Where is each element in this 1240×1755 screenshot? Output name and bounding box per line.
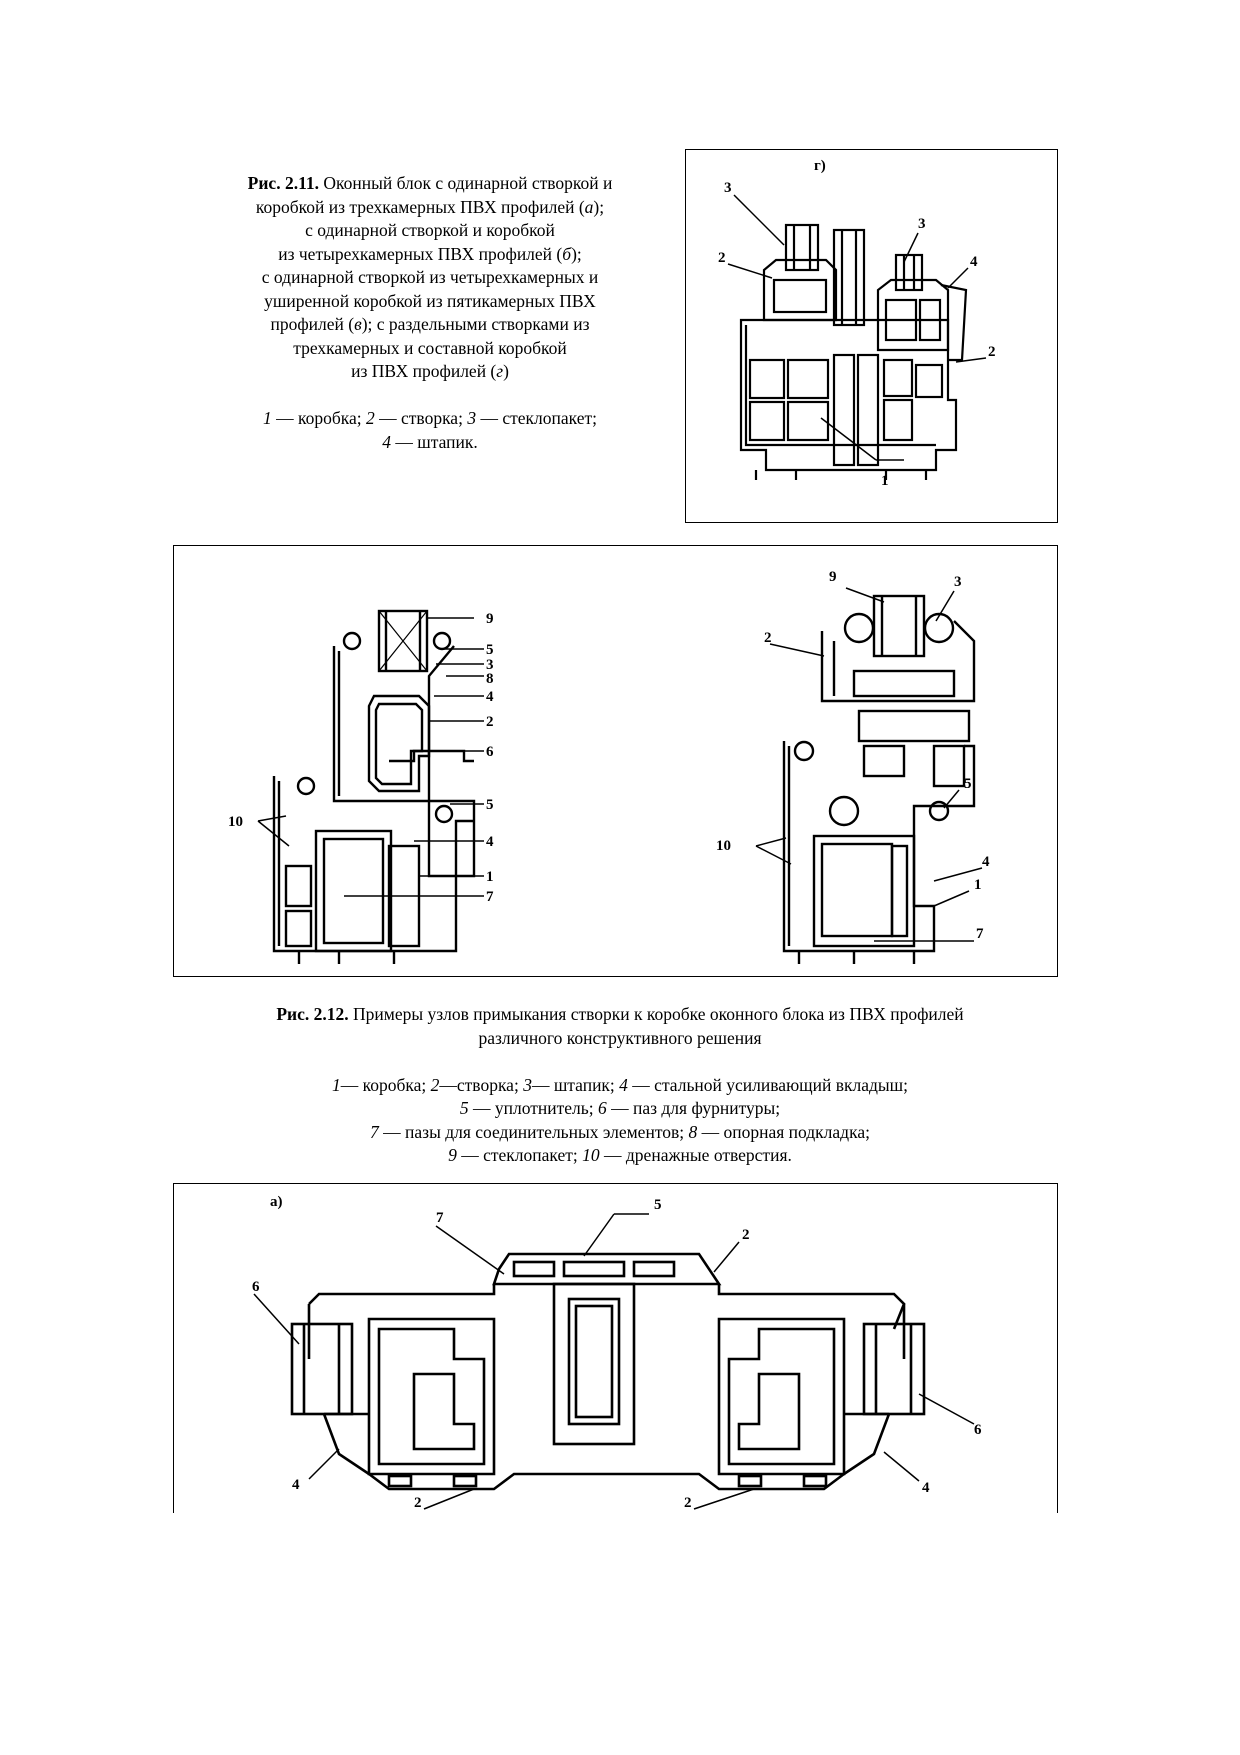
fig-2-11-legend: 1 — коробка; 2 — створка; 3 — стеклопаке…: [263, 408, 597, 428]
caption-closer: );: [593, 196, 605, 217]
callout-label: 2: [486, 714, 494, 730]
callout-label: 10: [716, 838, 731, 854]
caption-line: трехкамерных и составной коробкой: [293, 337, 567, 358]
callout-label: 4: [922, 1480, 930, 1496]
callout-label: 1: [486, 869, 494, 885]
callout-label: 4: [982, 854, 990, 870]
caption-line: уширенной коробкой из пятикамерных ПВХ: [264, 290, 596, 311]
fig-bottom-a-drawing: а): [173, 1183, 1058, 1513]
callout-label: 4: [486, 689, 494, 705]
fig-2-11-prefix: Рис. 2.11.: [247, 173, 319, 193]
caption-line: Оконный блок с одинарной створкой и: [323, 173, 613, 193]
caption-line: ); с раздельными створками из: [361, 314, 590, 334]
callout-label: 4: [486, 834, 494, 850]
callout-label: 3: [954, 574, 962, 590]
callout-label: 4: [970, 254, 978, 270]
callout-label: 2: [988, 344, 996, 360]
callout-label: 3: [918, 216, 926, 232]
panel-label: а): [270, 1194, 283, 1210]
fig-2-12-drawing: 9 5 3 8 4 2 6 5 10 4 1 7: [173, 545, 1058, 977]
caption-letter: г: [496, 361, 504, 381]
mullion-section-drawing: а): [252, 1194, 982, 1511]
callout-label: 3: [486, 657, 494, 673]
fig-2-11-g-drawing: г): [685, 149, 1058, 523]
callout-label: 2: [742, 1227, 750, 1243]
callout-label: 3: [724, 180, 732, 196]
callout-label: 7: [976, 926, 984, 942]
callout-label: 6: [252, 1279, 260, 1295]
fig-2-12-caption: Рис. 2.12. Примеры узлов примыкания ство…: [140, 1003, 1100, 1168]
callout-label: 7: [486, 889, 494, 905]
callout-label: 7: [436, 1210, 444, 1226]
caption-line: различного конструктивного решения: [478, 1027, 762, 1048]
sash-frame-junction-drawing: 9 5 3 8 4 2 6 5 10 4 1 7: [228, 569, 990, 964]
caption-line: с одинарной створкой и коробкой: [305, 220, 555, 240]
callout-label: 6: [486, 744, 494, 760]
caption-letter: в: [354, 314, 362, 334]
callout-label: 2: [718, 250, 726, 266]
callout-label: 5: [486, 797, 494, 813]
callout-label: 9: [829, 569, 837, 585]
callout-label: 4: [292, 1477, 300, 1493]
panel-label: г): [814, 158, 826, 174]
caption-letter: а: [584, 196, 594, 217]
caption-line: Примеры узлов примыкания створки к короб…: [353, 1004, 964, 1024]
caption-line: с одинарной створкой из четырехкамерных …: [261, 267, 599, 287]
callout-label: 2: [414, 1495, 422, 1511]
fig-2-12-legend: 1— коробка; 2—створка; 3— штапик; 4 — ст…: [332, 1074, 908, 1095]
window-profile-section-drawing: г): [718, 158, 996, 489]
callout-label: 9: [486, 611, 494, 627]
fig-2-11-caption: Рис. 2.11. Оконный блок с одинарной ство…: [180, 172, 680, 454]
callout-label: 5: [654, 1197, 662, 1213]
callout-label: 2: [764, 630, 772, 646]
caption-closer: ): [503, 361, 509, 381]
callout-label: 5: [964, 776, 972, 792]
callout-label: 2: [684, 1495, 692, 1511]
callout-label: 10: [228, 814, 243, 830]
callout-label: 1: [974, 877, 982, 893]
caption-line: из четырехкамерных ПВХ профилей (: [278, 243, 563, 264]
callout-label: 5: [486, 642, 494, 658]
callout-label: 1: [881, 473, 889, 489]
callout-label: 6: [974, 1422, 982, 1438]
fig-2-12-prefix: Рис. 2.12.: [276, 1004, 349, 1024]
caption-line: из ПВХ профилей (: [351, 361, 497, 381]
caption-letter: б: [562, 243, 572, 264]
callout-label: 8: [486, 671, 494, 687]
caption-line: коробкой из трехкамерных ПВХ профилей (: [255, 196, 585, 217]
caption-line: профилей (: [270, 314, 355, 334]
caption-closer: );: [571, 243, 582, 264]
